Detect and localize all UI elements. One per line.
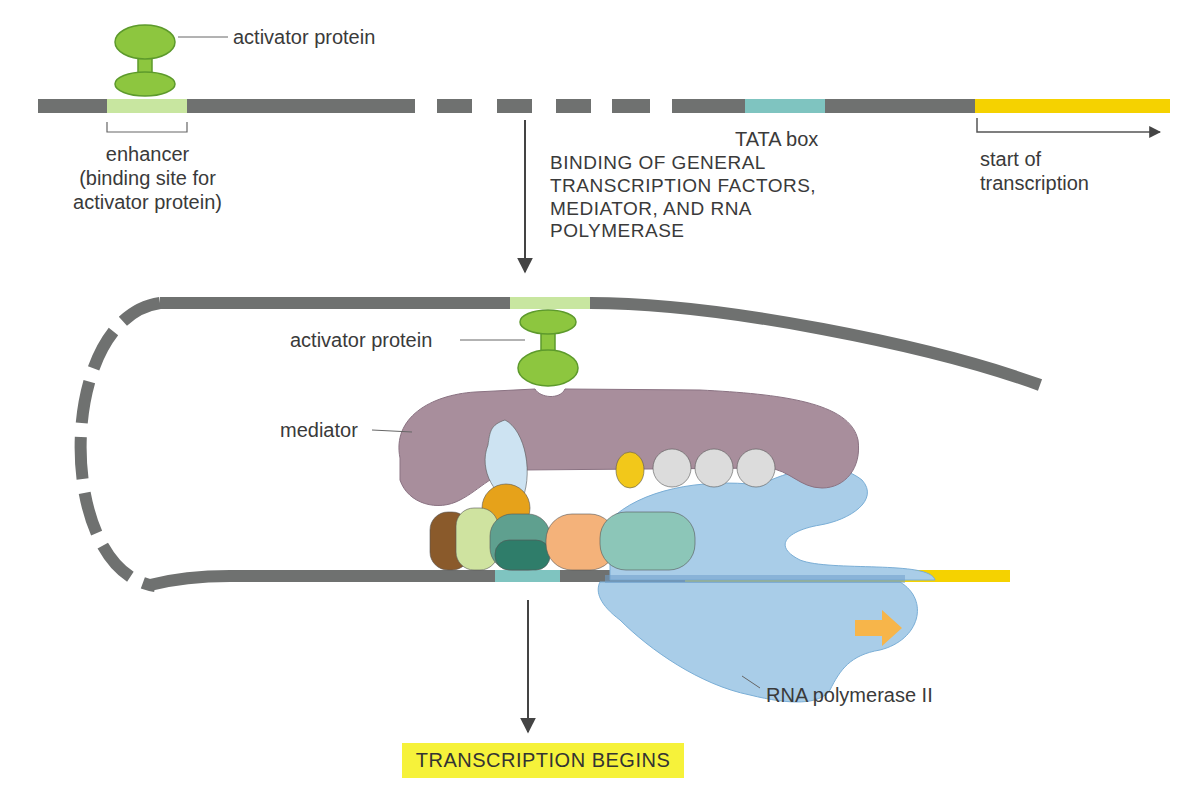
part-label: start of transcription — [980, 147, 1130, 195]
dna-segment — [437, 99, 472, 113]
leader-line — [372, 430, 412, 432]
activator-protein — [518, 310, 578, 386]
transcription-start-arrow — [977, 118, 1160, 132]
dna-strand — [38, 99, 1170, 113]
enhancer-region — [107, 99, 187, 113]
tata-box-region — [495, 570, 560, 582]
dna-segment — [38, 99, 415, 113]
dna-segment — [497, 99, 532, 113]
leader-line — [742, 676, 760, 688]
enhancer-region — [510, 297, 590, 309]
factor-shape — [495, 540, 550, 570]
protein-head — [115, 25, 175, 59]
dna-segment — [556, 99, 591, 113]
factor-shape — [737, 449, 775, 487]
step-label: BINDING OF GENERAL TRANSCRIPTION FACTORS… — [550, 152, 840, 243]
gene-region — [975, 99, 1170, 113]
leader-line — [178, 37, 228, 38]
factor-shape — [616, 452, 644, 488]
general-transcription-factors — [430, 420, 775, 570]
process-arrow — [524, 120, 526, 272]
result-box: TRANSCRIPTION BEGINS — [402, 743, 684, 778]
rna-polymerase-lower — [598, 582, 917, 702]
dna-loop-left — [81, 303, 160, 586]
part-label: RNA polymerase II — [766, 683, 933, 707]
result-text: TRANSCRIPTION BEGINS — [416, 749, 670, 772]
factor-shape — [490, 514, 550, 570]
factor-shape — [600, 512, 695, 570]
direction-arrow — [855, 610, 902, 646]
tata-box-region — [745, 99, 825, 113]
protein-base — [520, 310, 576, 334]
factor-shape — [695, 449, 733, 487]
protein-head — [518, 350, 578, 386]
activator-protein — [115, 25, 175, 96]
bracket — [107, 122, 187, 132]
part-label: activator protein — [233, 25, 375, 49]
part-label: activator protein — [290, 328, 432, 352]
process-arrow — [527, 600, 529, 732]
polymerase-channel — [605, 575, 905, 583]
part-label: TATA box — [735, 127, 818, 151]
dna-segment — [672, 99, 975, 113]
protein-base — [115, 72, 175, 96]
mediator-complex — [399, 389, 859, 506]
dna-loop-top — [160, 303, 1040, 385]
dna-segment — [612, 99, 650, 113]
leader-line — [460, 340, 525, 341]
factor-shape — [653, 449, 691, 487]
part-label: mediator — [280, 418, 358, 442]
part-label: enhancer (binding site for activator pro… — [70, 142, 225, 214]
